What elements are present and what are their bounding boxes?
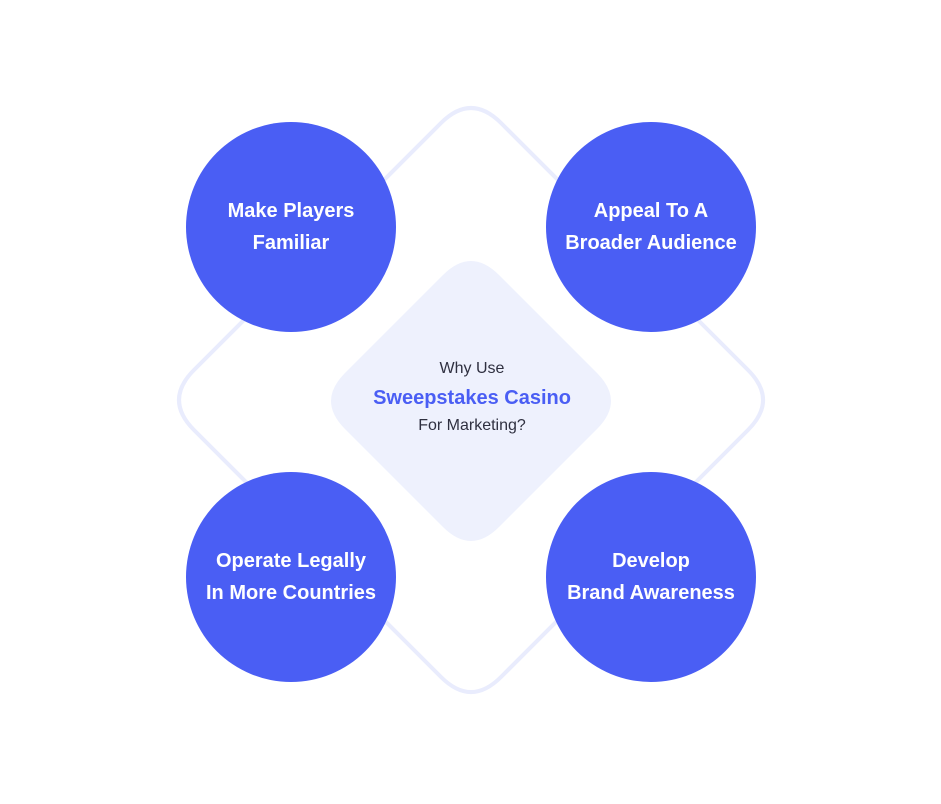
center-line-for-marketing: For Marketing? xyxy=(418,417,526,434)
node-label: Appeal To A Broader Audience xyxy=(565,200,737,254)
node-appeal-to-broader-audience: Appeal To A Broader Audience xyxy=(546,122,756,332)
node-operate-legally: Operate Legally In More Countries xyxy=(186,472,396,682)
node-develop-brand-awareness: Develop Brand Awareness xyxy=(546,472,756,682)
center-question: Why Use Sweepstakes Casino For Marketing… xyxy=(322,355,622,439)
node-make-players-familiar: Make Players Familiar xyxy=(186,122,396,332)
center-diamond xyxy=(331,261,611,541)
node-label: Operate Legally In More Countries xyxy=(205,550,376,604)
center-line-sweepstakes-casino: Sweepstakes Casino xyxy=(373,387,571,409)
center-line-why-use: Why Use xyxy=(439,360,505,377)
node-label: Make Players Familiar xyxy=(227,200,355,254)
node-label: Develop Brand Awareness xyxy=(567,550,735,604)
outer-diamond-outline xyxy=(177,106,765,694)
